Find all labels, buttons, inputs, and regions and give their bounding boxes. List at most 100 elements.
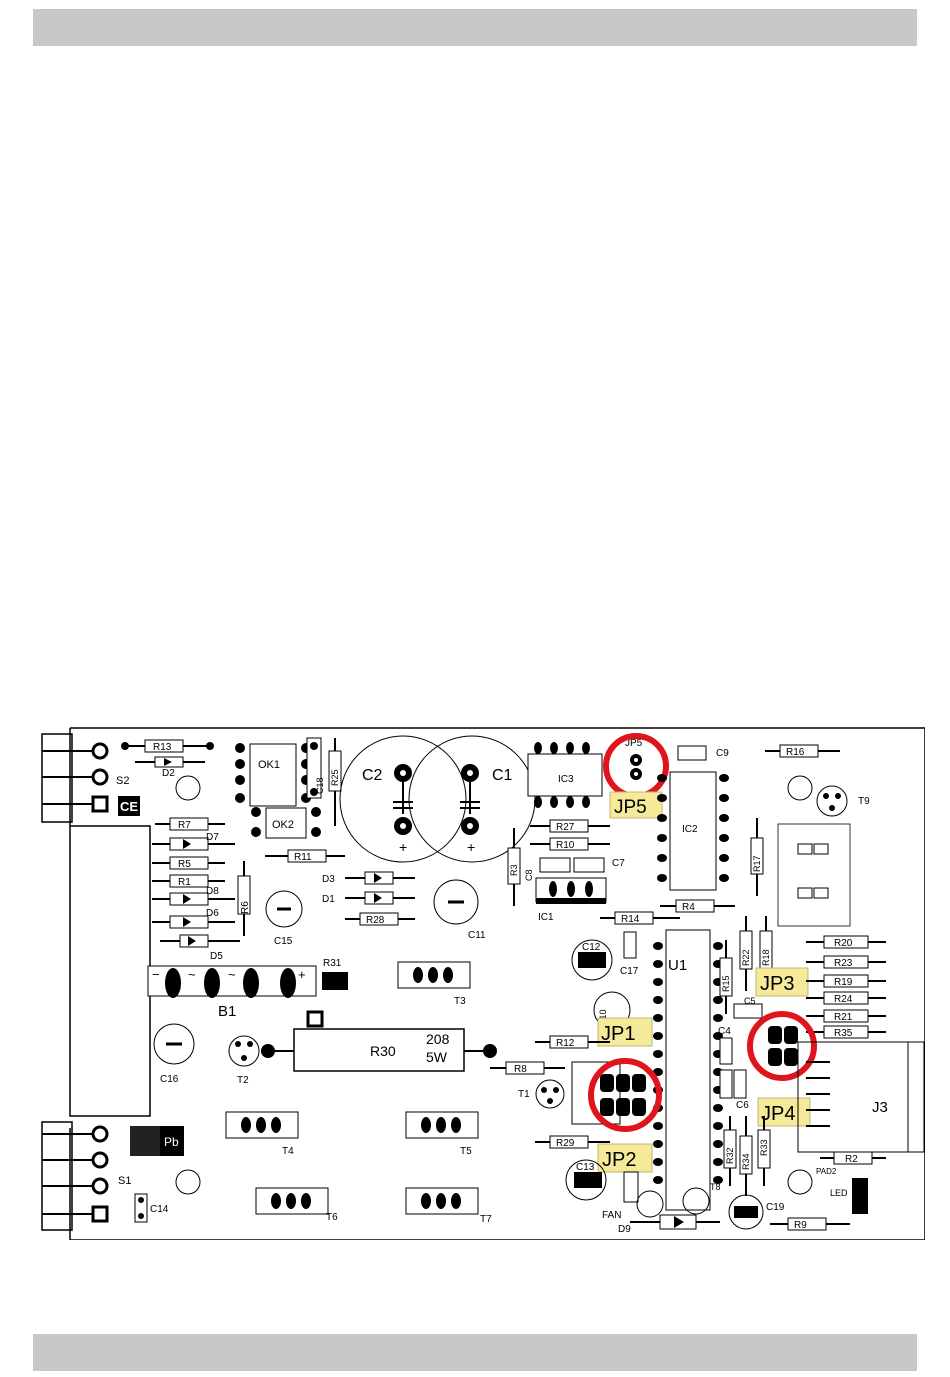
svg-text:IC3: IC3 — [558, 774, 574, 785]
svg-text:R20: R20 — [834, 938, 853, 949]
jp1-label: JP1 — [601, 1023, 635, 1045]
resistor-r17: R17 — [750, 818, 764, 896]
svg-text:T6: T6 — [326, 1212, 338, 1223]
capacitor-c2: C2 + — [339, 735, 467, 863]
svg-text:D1: D1 — [322, 894, 335, 905]
svg-text:C6: C6 — [736, 1100, 749, 1111]
board-cutout — [69, 825, 151, 1117]
svg-text:R27: R27 — [556, 822, 575, 833]
capacitor-c1: C1 + — [408, 735, 536, 863]
svg-text:5W: 5W — [426, 1049, 448, 1065]
svg-text:C4: C4 — [718, 1026, 731, 1037]
transistor-t5: T5 — [405, 1111, 479, 1157]
svg-text:D7: D7 — [206, 832, 219, 843]
svg-text:R32: R32 — [725, 1147, 735, 1164]
svg-text:~: ~ — [188, 967, 196, 982]
svg-text:T9: T9 — [858, 796, 870, 807]
transistor-t4: T4 — [225, 1111, 299, 1157]
display-module — [777, 823, 851, 927]
svg-text:R18: R18 — [761, 949, 771, 966]
svg-text:R11: R11 — [294, 852, 312, 863]
resistor-r22: R22 — [739, 916, 753, 991]
svg-text:R21: R21 — [834, 1012, 853, 1023]
resistor-r32: R32 — [723, 1116, 737, 1186]
resistor-r9: R9 — [770, 1217, 850, 1231]
chip-ok2: OK2 — [251, 807, 321, 839]
jp5-label: JP5 — [614, 797, 647, 818]
svg-text:D5: D5 — [210, 951, 223, 962]
diode-d5: D5 — [160, 934, 240, 962]
jumper-jp4 — [768, 1026, 798, 1066]
chip-u1: U1 — [665, 929, 711, 1211]
svg-text:R22: R22 — [741, 949, 751, 966]
jp2-highlight-circle — [588, 1058, 662, 1132]
resistor-r25: R25 — [328, 738, 342, 826]
capacitor-c6: C6 — [733, 1069, 749, 1111]
resistor-r15: R15 — [719, 940, 733, 1014]
crystal — [571, 1061, 621, 1125]
resistor-r1: R1 — [152, 874, 225, 888]
header-bar — [33, 9, 917, 46]
svg-text:R16: R16 — [786, 747, 805, 758]
transistor-t3: T3 — [397, 961, 471, 1007]
svg-text:~: ~ — [228, 967, 236, 982]
transistor-t1: T1 — [518, 1079, 565, 1109]
capacitor-c18: C18 — [306, 737, 325, 799]
svg-text:D9: D9 — [618, 1224, 631, 1235]
svg-text:R25: R25 — [330, 769, 340, 786]
svg-text:R33: R33 — [759, 1139, 769, 1156]
svg-text:R29: R29 — [556, 1138, 575, 1149]
svg-text:FAN: FAN — [602, 1210, 621, 1221]
svg-text:R5: R5 — [178, 859, 191, 870]
diode-d7: D7 — [152, 832, 235, 851]
svg-text:R9: R9 — [794, 1220, 807, 1231]
svg-text:R12: R12 — [556, 1038, 575, 1049]
chip-ic3: IC3 — [527, 742, 603, 808]
pcb-layout-diagram: S2 CE S1 Pb R13 D2 R7 — [40, 726, 926, 1241]
svg-text:R30: R30 — [370, 1043, 396, 1059]
resistor-r34: R34 — [739, 1116, 753, 1196]
resistor-r13: R13 — [121, 739, 214, 753]
resistor-r8: R8 — [490, 1061, 565, 1075]
svg-text:D8: D8 — [206, 886, 219, 897]
resistor-r7: R7 — [155, 817, 225, 831]
resistor-r16: R16 — [765, 744, 840, 758]
svg-text:R3: R3 — [509, 864, 519, 876]
svg-text:C12: C12 — [582, 942, 601, 953]
jp3-label-box — [755, 967, 809, 997]
svg-text:R35: R35 — [834, 1028, 853, 1039]
svg-text:T8: T8 — [710, 1182, 721, 1192]
diode-d8: D8 — [152, 886, 235, 906]
resistor-r24: R24 — [806, 991, 886, 1005]
transistor-t7: T7 — [405, 1187, 492, 1225]
jumper-jp2 — [600, 1074, 646, 1116]
s1-label: S1 — [118, 1175, 131, 1187]
resistor-r30: R30 208 5W — [261, 1028, 497, 1072]
resistor-r35: R35 — [806, 1025, 886, 1039]
capacitor-c12: C12 — [571, 939, 613, 981]
svg-text:C19: C19 — [766, 1202, 785, 1213]
capacitor-c15: C15 — [265, 890, 303, 947]
resistor-r29: R29 — [535, 1135, 610, 1149]
pcb-svg: S2 CE S1 Pb R13 D2 R7 — [41, 727, 926, 1241]
svg-text:+: + — [467, 839, 475, 855]
svg-text:U1: U1 — [668, 957, 687, 974]
svg-text:R17: R17 — [752, 855, 762, 872]
transistor-t9: T9 — [816, 785, 870, 817]
test-point — [636, 1190, 664, 1218]
led-label: LED — [830, 1188, 848, 1198]
resistor-r31: R31 — [322, 958, 348, 990]
chip-ic1: IC1 — [535, 877, 607, 923]
resistor-r14: R14 — [600, 911, 680, 925]
chip-ok1: OK1 — [235, 743, 311, 807]
svg-text:T2: T2 — [237, 1075, 249, 1086]
svg-text:D6: D6 — [206, 908, 219, 919]
jumper-jp5: JP5 — [625, 738, 643, 780]
svg-text:JP5: JP5 — [625, 738, 643, 749]
svg-text:R7: R7 — [178, 820, 191, 831]
svg-text:IC1: IC1 — [538, 912, 554, 923]
svg-text:T7: T7 — [480, 1214, 492, 1225]
svg-text:C16: C16 — [160, 1074, 179, 1085]
svg-text:R14: R14 — [621, 914, 640, 925]
svg-text:C1: C1 — [492, 767, 513, 784]
